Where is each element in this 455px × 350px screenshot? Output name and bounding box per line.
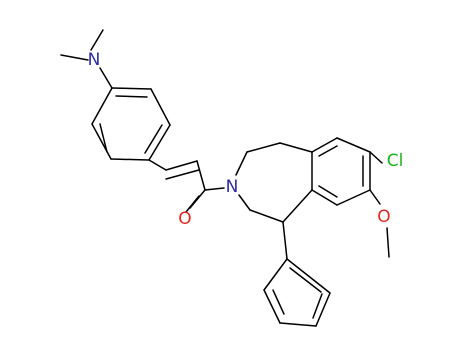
bond	[165, 160, 198, 171]
bond	[110, 158, 150, 161]
bond	[150, 88, 171, 126]
bond	[311, 137, 338, 153]
bond	[263, 258, 288, 291]
bond	[315, 292, 331, 327]
azepine-ring	[235, 142, 313, 223]
bond	[369, 151, 383, 164]
bond	[148, 124, 171, 161]
bond	[235, 151, 248, 176]
bond	[60, 54, 89, 61]
bond	[318, 185, 338, 198]
carbonyl-oxygen-label: O	[178, 209, 191, 229]
bond	[311, 189, 338, 206]
bond	[99, 123, 108, 153]
bond	[148, 159, 167, 171]
bond	[185, 195, 200, 213]
bond	[144, 124, 163, 154]
bond	[279, 322, 317, 327]
bond	[90, 29, 104, 51]
bond	[336, 189, 371, 206]
bond	[196, 160, 206, 191]
fused-benzene-ring	[311, 137, 371, 206]
methoxy-oxygen-label: O	[377, 207, 390, 227]
chlorine-label: Cl	[387, 151, 404, 171]
carbonyl-group	[185, 187, 225, 213]
bond	[312, 293, 323, 319]
bond	[246, 142, 281, 153]
amine-nitrogen-label: N	[88, 50, 101, 70]
bond	[91, 123, 112, 160]
ring-nitrogen-label: N	[226, 177, 239, 197]
bond	[204, 187, 225, 191]
bond	[165, 169, 200, 180]
aminophenyl-ring	[91, 87, 171, 161]
bond	[286, 258, 331, 294]
bond	[263, 289, 281, 324]
bond	[238, 194, 251, 211]
vinyl-linker	[148, 159, 206, 191]
ring-substituents	[369, 151, 390, 258]
dimethylamino-group	[60, 29, 113, 89]
bond	[282, 189, 313, 223]
atom-labels: N N O O Cl	[88, 50, 404, 229]
bond	[318, 145, 338, 157]
bond	[282, 221, 288, 260]
bond	[369, 189, 381, 205]
bond	[386, 227, 390, 258]
bond	[336, 137, 371, 153]
bond	[99, 67, 113, 89]
bond	[115, 95, 148, 98]
bond	[111, 87, 152, 90]
bond	[289, 267, 322, 293]
bond	[272, 289, 285, 315]
phenyl-ring	[263, 221, 331, 327]
bond	[279, 142, 313, 153]
bond	[249, 209, 284, 223]
bond	[91, 87, 113, 125]
